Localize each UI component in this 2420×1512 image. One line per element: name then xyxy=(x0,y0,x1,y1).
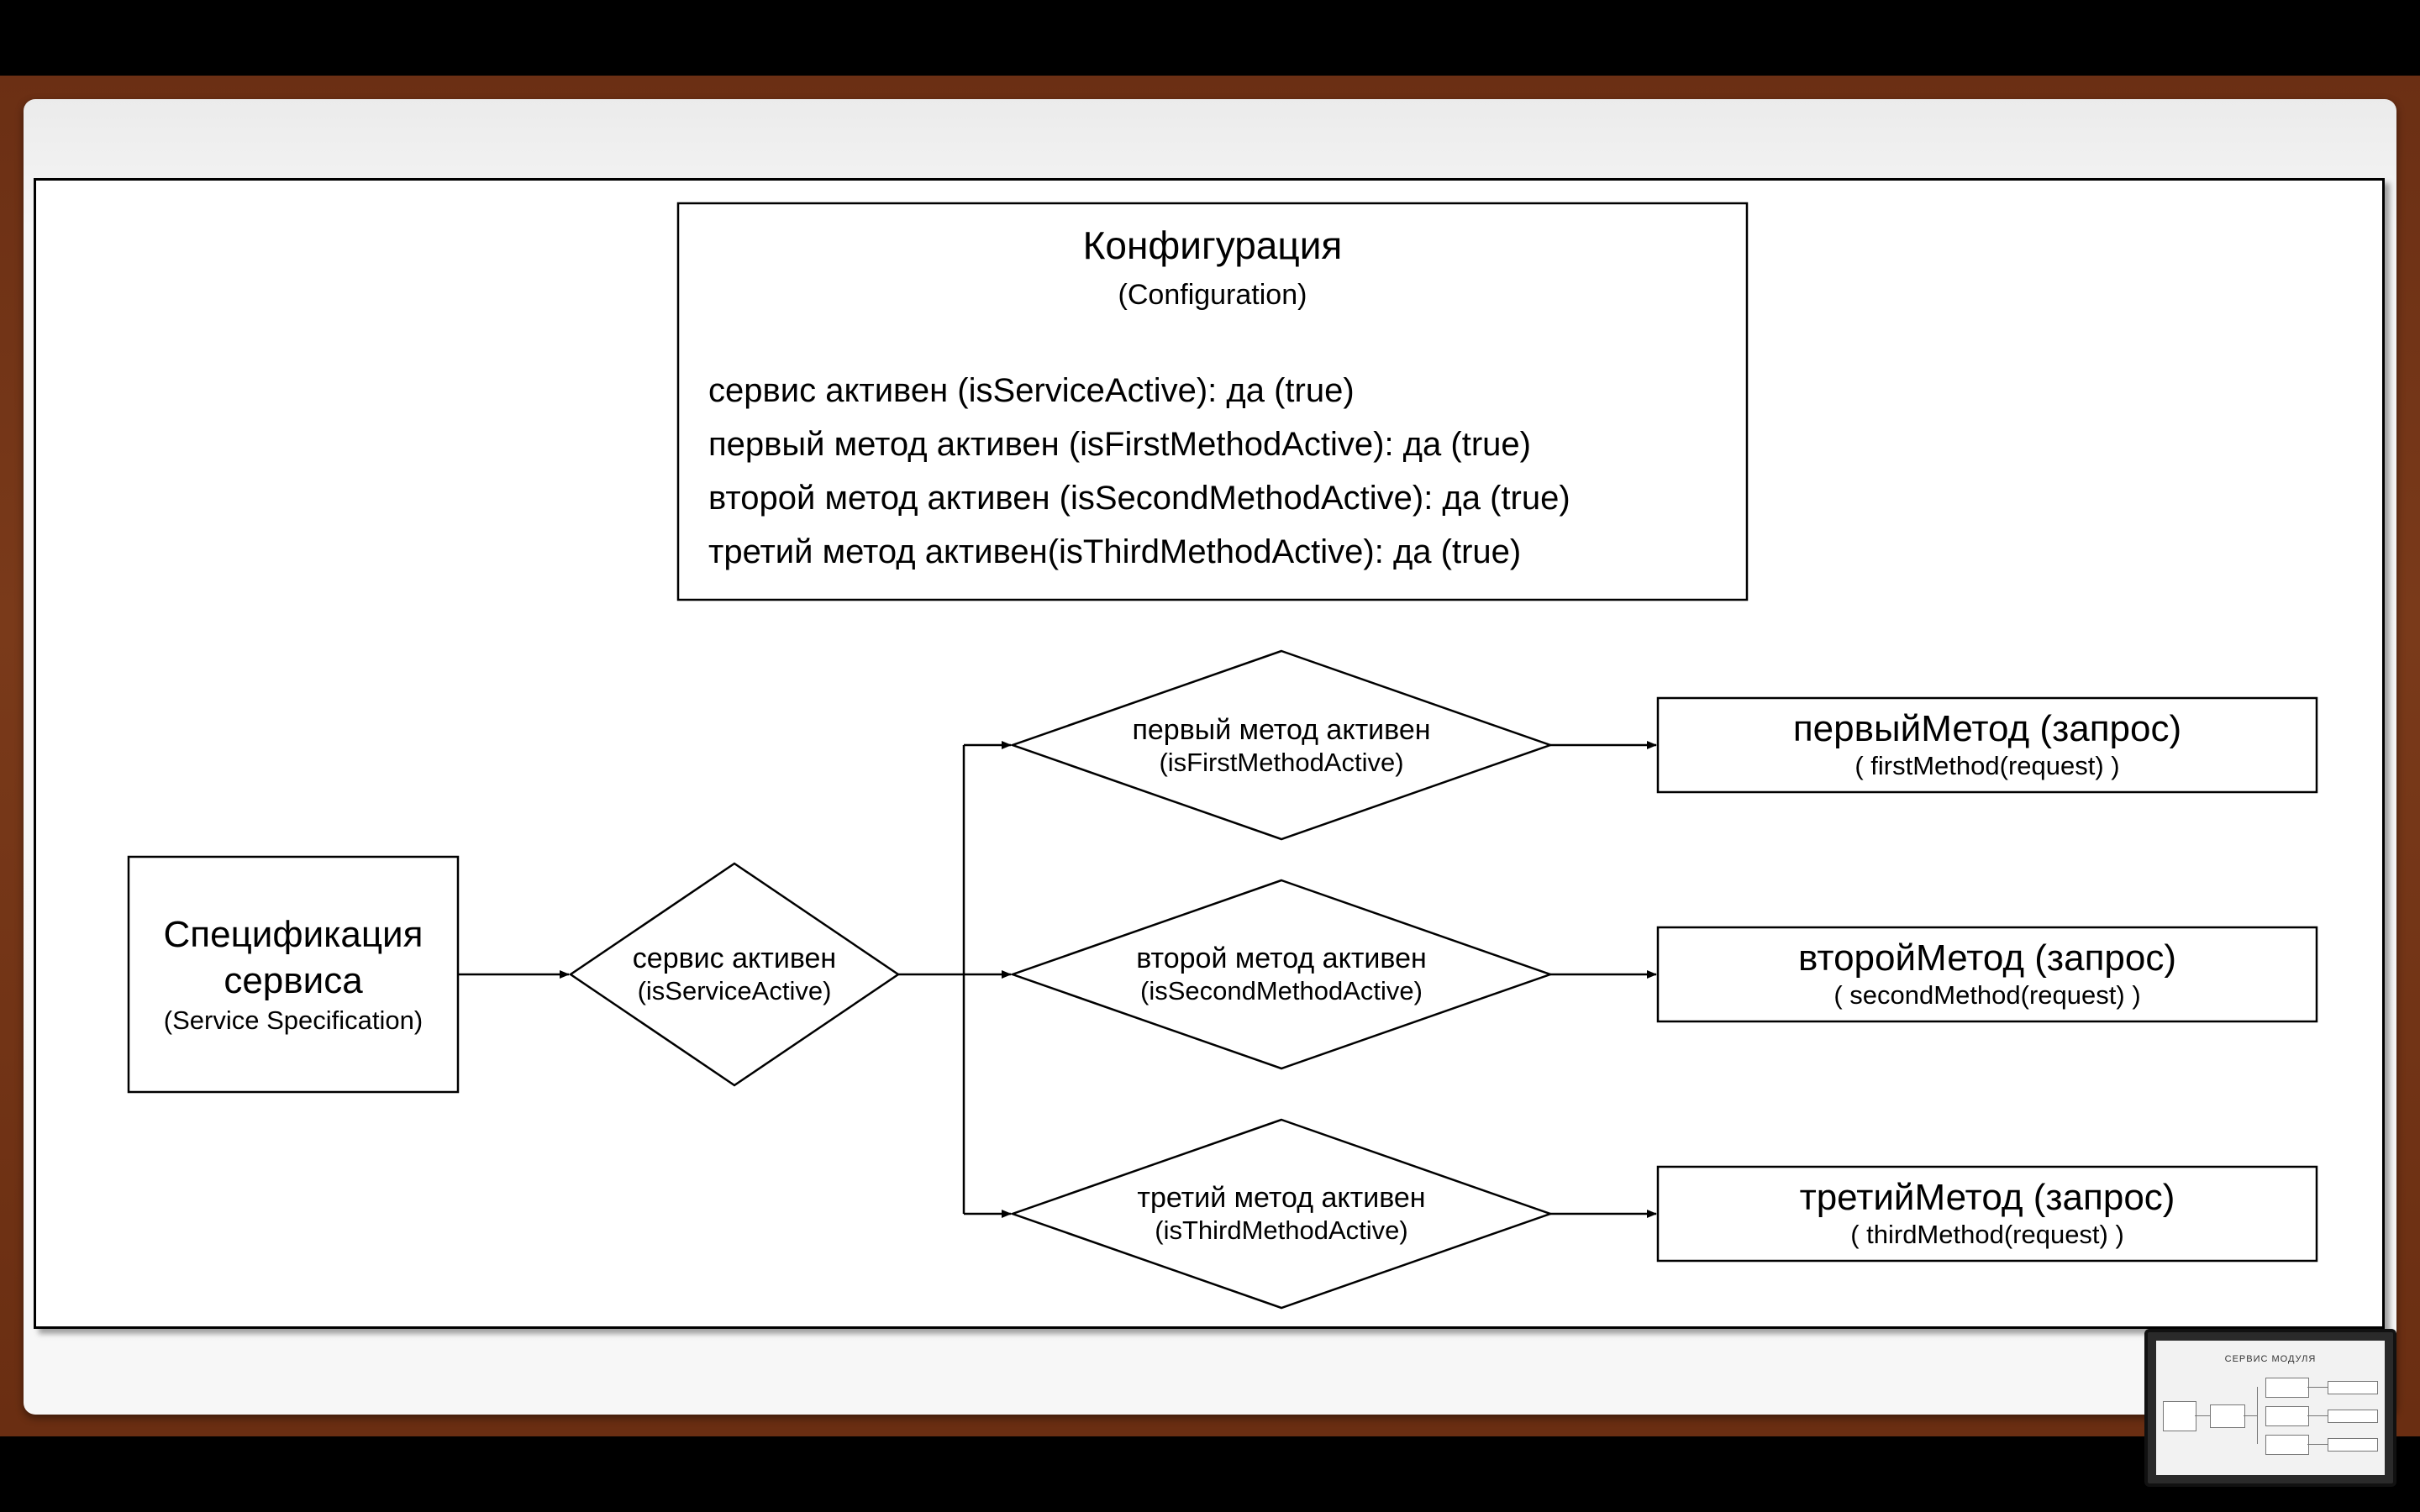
second-method-box: второйМетод (запрос) ( secondMethod(requ… xyxy=(1656,926,2318,1023)
first-method-decision: первый метод активен (isFirstMethodActiv… xyxy=(1009,649,1554,841)
first-method-title: первыйМетод (запрос) xyxy=(1793,708,2181,749)
config-line-third-method: третий метод активен(isThirdMethodActive… xyxy=(708,533,1521,570)
thumbnail-box xyxy=(2163,1401,2196,1431)
thumbnail-connector xyxy=(2244,1415,2257,1416)
thumbnail-box xyxy=(2265,1435,2309,1455)
configuration-title: Конфигурация xyxy=(1083,223,1343,267)
service-specification-title-2: сервиса xyxy=(224,960,363,1001)
thumbnail-box xyxy=(2328,1410,2378,1423)
third-method-box: третийМетод (запрос) ( thirdMethod(reque… xyxy=(1656,1165,2318,1263)
config-line-first-method: первый метод активен (isFirstMethodActiv… xyxy=(708,426,1531,463)
third-method-decision-code: (isThirdMethodActive) xyxy=(1155,1215,1407,1245)
second-method-decision: второй метод активен (isSecondMethodActi… xyxy=(1009,879,1554,1070)
service-active-label: сервис активен xyxy=(633,942,836,974)
third-method-decision-label: третий метод активен xyxy=(1137,1182,1425,1214)
thumbnail-connector xyxy=(2307,1444,2328,1445)
second-method-decision-code: (isSecondMethodActive) xyxy=(1140,976,1423,1005)
third-method-title: третийМетод (запрос) xyxy=(1800,1177,2175,1218)
thumbnail-box xyxy=(2328,1381,2378,1394)
config-line-second-method: второй метод активен (isSecondMethodActi… xyxy=(708,480,1570,517)
first-method-frame xyxy=(1656,696,2318,794)
thumbnail-connector xyxy=(2307,1387,2328,1388)
configuration-frame xyxy=(676,202,1749,601)
thumbnail-connector xyxy=(2307,1415,2328,1416)
thumbnail-box xyxy=(2265,1406,2309,1426)
first-method-diamond xyxy=(1009,649,1554,841)
service-active-diamond xyxy=(568,862,901,1087)
config-line-service: сервис активен (isServiceActive): да (tr… xyxy=(708,372,1355,409)
service-specification-title-1: Спецификация xyxy=(164,914,424,955)
first-method-box: первыйМетод (запрос) ( firstMethod(reque… xyxy=(1656,696,2318,794)
third-method-diamond xyxy=(1009,1118,1554,1310)
first-method-signature: ( firstMethod(request) ) xyxy=(1854,751,2119,780)
thumbnail-box xyxy=(2210,1404,2245,1428)
thumbnail-connector xyxy=(2257,1387,2258,1444)
service-active-decision: сервис активен (isServiceActive) xyxy=(568,862,901,1087)
slide-thumbnail[interactable]: СЕРВИС МОДУЛЯ xyxy=(2144,1329,2396,1487)
thumbnail-box xyxy=(2265,1378,2309,1398)
first-method-decision-label: первый метод активен xyxy=(1132,714,1430,746)
second-method-decision-label: второй метод активен xyxy=(1136,942,1427,974)
second-method-diamond xyxy=(1009,879,1554,1070)
connectors xyxy=(458,741,1657,1218)
third-method-frame xyxy=(1656,1165,2318,1263)
second-method-title: второйМетод (запрос) xyxy=(1798,937,2176,979)
thumbnail-box xyxy=(2328,1438,2378,1452)
service-specification-subtitle: (Service Specification) xyxy=(164,1005,423,1035)
thumbnail-slide: СЕРВИС МОДУЛЯ xyxy=(2156,1341,2385,1475)
third-method-signature: ( thirdMethod(request) ) xyxy=(1850,1220,2124,1249)
thumbnail-title: СЕРВИС МОДУЛЯ xyxy=(2224,1354,2317,1364)
thumbnail-connector xyxy=(2195,1415,2210,1416)
first-method-decision-code: (isFirstMethodActive) xyxy=(1159,748,1403,777)
configuration-subtitle: (Configuration) xyxy=(1118,279,1307,311)
diagram-slide: Конфигурация (Configuration) сервис акти… xyxy=(34,178,2385,1329)
service-active-code: (isServiceActive) xyxy=(638,976,832,1005)
flow-diagram: Конфигурация (Configuration) сервис акти… xyxy=(127,202,2318,1310)
third-method-decision: третий метод активен (isThirdMethodActiv… xyxy=(1009,1118,1554,1310)
second-method-frame xyxy=(1656,926,2318,1023)
configuration-box: Конфигурация (Configuration) сервис акти… xyxy=(676,202,1749,601)
service-specification-box: Спецификация сервиса (Service Specificat… xyxy=(127,855,460,1094)
second-method-signature: ( secondMethod(request) ) xyxy=(1833,980,2140,1010)
